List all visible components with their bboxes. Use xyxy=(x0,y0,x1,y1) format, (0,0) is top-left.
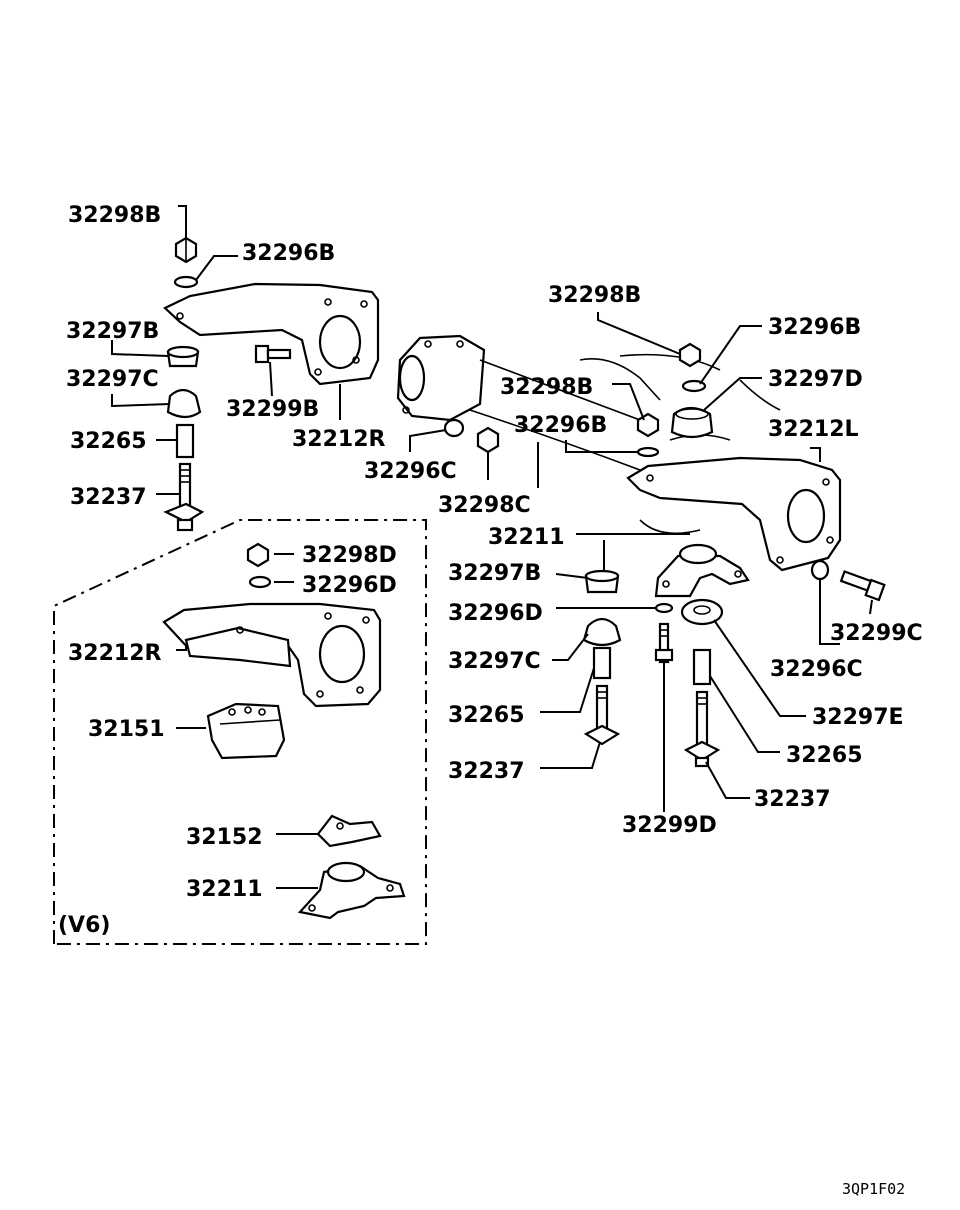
label-32297B-right: 32297B xyxy=(448,561,541,586)
label-32299B: 32299B xyxy=(226,397,319,422)
bushing-32297C-left xyxy=(166,388,202,419)
bushing-32297B-right xyxy=(584,569,620,594)
label-32296C-center: 32296C xyxy=(364,459,457,484)
washer-32296B-right-mid xyxy=(636,446,660,458)
label-32299D: 32299D xyxy=(622,813,717,838)
mount-32211-right xyxy=(654,543,750,598)
left-mount-assembly xyxy=(163,236,380,532)
label-32212R-left: 32212R xyxy=(292,427,386,452)
label-32212L: 32212L xyxy=(768,417,859,442)
mount-32211-v6 xyxy=(297,861,406,920)
label-32296B-left: 32296B xyxy=(242,241,335,266)
bolt-32237-left xyxy=(163,462,205,532)
right-mount-assembly xyxy=(443,342,886,768)
label-32152: 32152 xyxy=(186,825,263,850)
nut-32298B-right-mid xyxy=(636,412,660,438)
label-32211-right: 32211 xyxy=(488,525,565,550)
bolt-32299B xyxy=(254,344,292,364)
label-32296B-right-mid: 32296B xyxy=(514,413,607,438)
bracket-32212R-v6 xyxy=(162,602,382,708)
nut-32298D xyxy=(246,542,270,568)
bushing-32297D xyxy=(670,406,714,439)
nut-32298C xyxy=(476,426,500,454)
bushing-32297B-left xyxy=(166,345,200,368)
label-32297C-right: 32297C xyxy=(448,649,541,674)
label-32299C: 32299C xyxy=(830,621,923,646)
label-32265-right: 32265 xyxy=(786,743,863,768)
label-32297E: 32297E xyxy=(812,705,904,730)
collar-32265-mid xyxy=(592,646,612,680)
diagram-code: 3QP1F02 xyxy=(842,1180,905,1198)
label-32297B-left: 32297B xyxy=(66,319,159,344)
bracket-32152 xyxy=(316,814,382,848)
label-32298C: 32298C xyxy=(438,493,531,518)
bolt-32299D xyxy=(654,622,674,664)
label-32265-mid: 32265 xyxy=(448,703,525,728)
nut-32298B-left xyxy=(174,236,198,264)
label-32298B-left: 32298B xyxy=(68,203,161,228)
label-32296B-right-upper: 32296B xyxy=(768,315,861,340)
bolt-32237-right xyxy=(683,690,721,768)
label-32237-right: 32237 xyxy=(754,787,831,812)
inset-label-v6: (V6) xyxy=(58,913,110,938)
bracket-32212L xyxy=(626,456,842,572)
washer-32296C-right xyxy=(810,559,830,581)
mount-32151 xyxy=(206,702,286,760)
label-32296C-right: 32296C xyxy=(770,657,863,682)
label-32237-left: 32237 xyxy=(70,485,147,510)
label-32237-mid: 32237 xyxy=(448,759,525,784)
center-beam-32211 xyxy=(396,334,781,535)
washer-32296D-inset xyxy=(248,575,272,589)
bolt-32299C xyxy=(839,570,886,602)
washer-32296D-right xyxy=(654,602,674,614)
collar-32265-right xyxy=(692,648,712,686)
collar-32265-left xyxy=(175,423,195,459)
label-32298D: 32298D xyxy=(302,543,397,568)
leader-lines xyxy=(111,205,873,889)
label-32212R-v6: 32212R xyxy=(68,641,162,666)
v6-inset xyxy=(53,519,427,945)
label-32151: 32151 xyxy=(88,717,165,742)
label-32297C-left: 32297C xyxy=(66,367,159,392)
label-32211-v6: 32211 xyxy=(186,877,263,902)
bushing-32297E xyxy=(680,598,724,626)
bushing-32297C-right xyxy=(582,617,622,647)
label-32265-left: 32265 xyxy=(70,429,147,454)
nut-32298B-right-upper xyxy=(678,342,702,368)
bracket-32212R-left xyxy=(163,282,380,386)
label-32297D: 32297D xyxy=(768,367,863,392)
washer-32296B-left xyxy=(173,275,199,289)
part-labels: 32298B 32296B 32297B 32297C 32299B 32212… xyxy=(58,203,923,1198)
bolt-32237-mid xyxy=(583,684,621,746)
label-32298B-right-upper: 32298B xyxy=(548,283,641,308)
label-32296D-right: 32296D xyxy=(448,601,543,626)
label-32296D-inset: 32296D xyxy=(302,573,397,598)
label-32298B-right-mid: 32298B xyxy=(500,375,593,400)
washer-32296C-center xyxy=(443,418,465,438)
